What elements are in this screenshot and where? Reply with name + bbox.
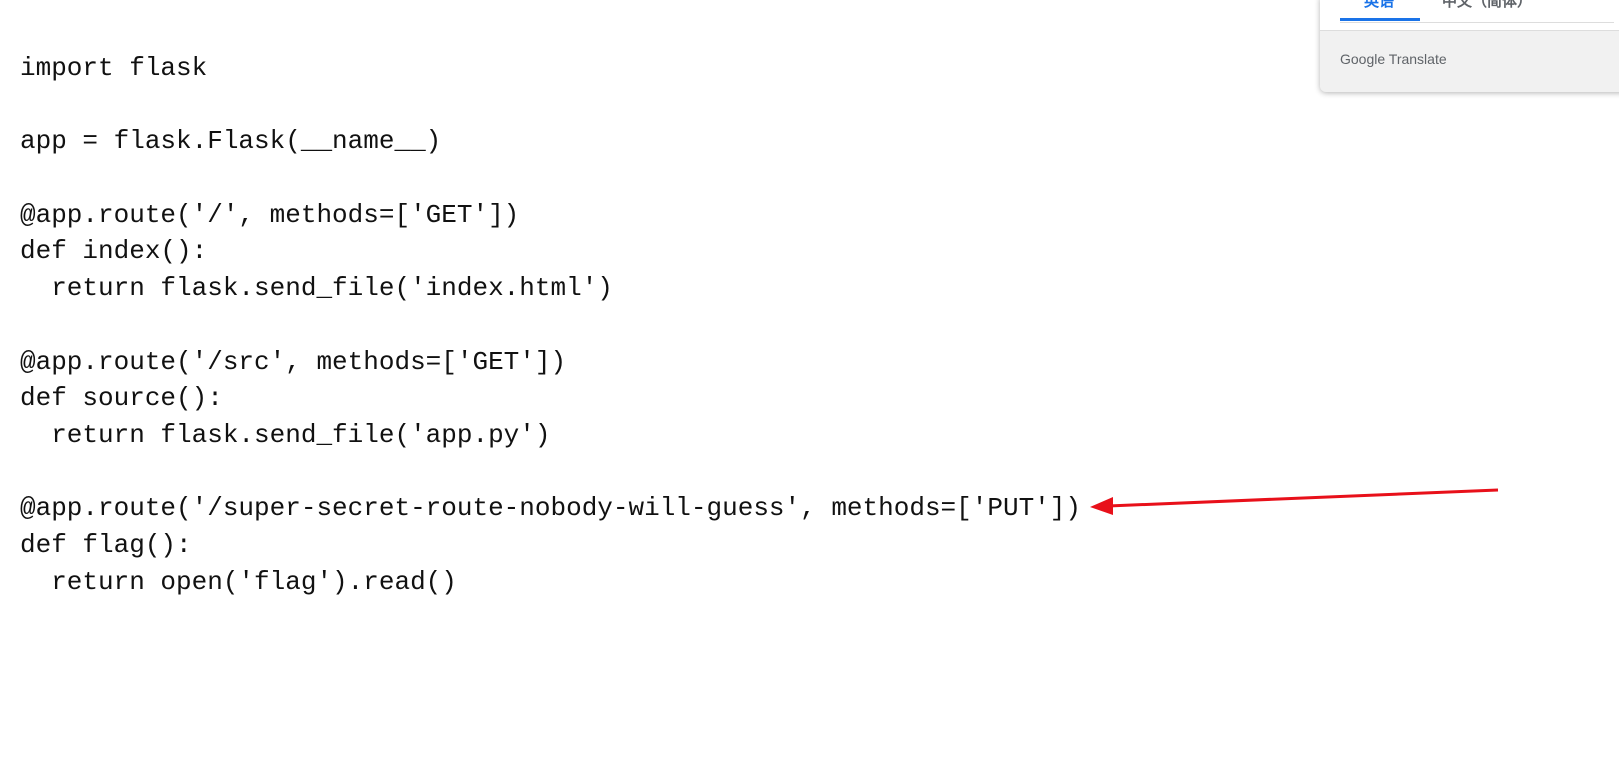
code-line: def index(): [20,236,208,267]
source-code: import flask app = flask.Flask(__name__) @… [20,50,1081,600]
code-line: @app.route('/', methods=['GET']) [20,199,520,230]
popup-footer: Google Translate [1320,30,1619,92]
code-line: return open('flag').read() [20,566,457,597]
tab-english[interactable]: 英语 [1364,0,1395,10]
code-line: import flask [20,53,208,83]
code-line: return flask.send_file('index.html') [20,273,613,304]
code-line: def source(): [20,383,223,414]
code-line: return flask.send_file('app.py') [20,419,551,450]
code-line: app = flask.Flask(__name__) [20,126,442,157]
code-line: def flag(): [20,529,192,560]
google-translate-popup: 英语 中文（简体） Google Translate [1320,0,1619,92]
code-line: @app.route('/super-secret-route-nobody-w… [20,493,1081,524]
google-translate-logo: Google Translate [1340,51,1447,67]
code-line: @app.route('/src', methods=['GET']) [20,346,567,377]
selected-tab-indicator [1340,18,1420,21]
language-tabs: 英语 中文（简体） [1340,0,1614,23]
tab-chinese-simplified[interactable]: 中文（简体） [1442,0,1533,10]
